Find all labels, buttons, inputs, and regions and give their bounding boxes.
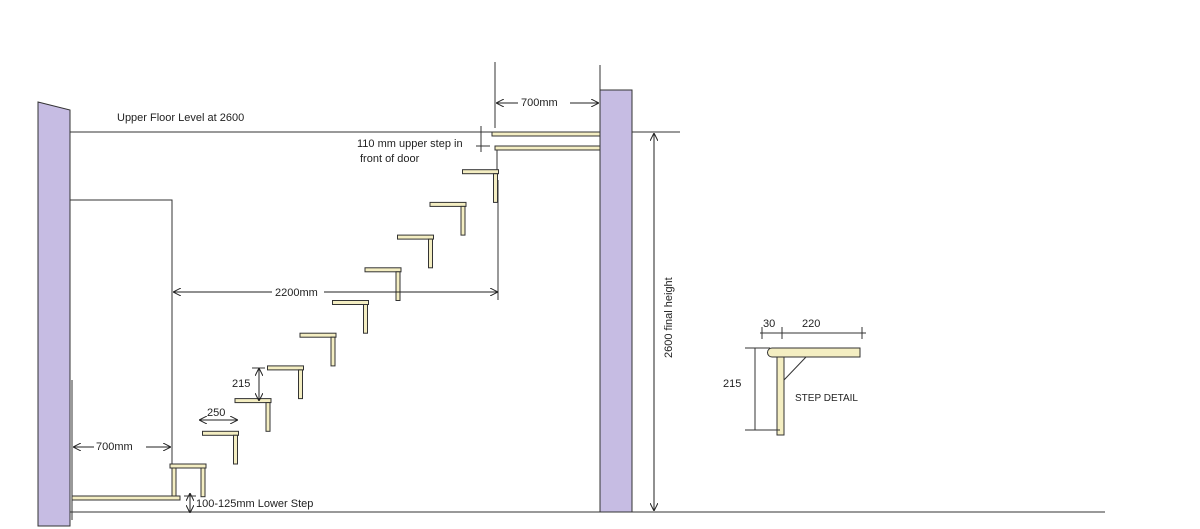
detail-riser <box>776 356 785 436</box>
left-wall <box>37 101 71 527</box>
stair-riser <box>233 434 238 465</box>
stair-tread <box>429 201 467 207</box>
right-wall <box>599 89 633 513</box>
rise-label: 215 <box>232 378 250 390</box>
stair-riser <box>363 304 368 334</box>
run-label-bg <box>272 285 324 299</box>
top-width-label: 700mm <box>521 97 558 109</box>
stair-riser <box>395 271 401 301</box>
detail-title: STEP DETAIL <box>795 393 858 404</box>
bottom-width-label: 700mm <box>96 441 133 453</box>
upper-step <box>494 145 601 151</box>
upper-step-label-1: 110 mm upper step in <box>357 138 463 150</box>
lower-step-label: 100-125mm Lower Step <box>196 498 313 510</box>
run-label: 2200mm <box>275 287 318 299</box>
detail-brace <box>783 356 807 381</box>
stair-tread <box>234 398 272 404</box>
upper-floor-label: Upper Floor Level at 2600 <box>117 112 244 124</box>
detail-rise-label: 215 <box>723 378 741 390</box>
stair-tread <box>364 267 402 273</box>
stair-riser <box>265 402 271 432</box>
stair-tread <box>332 300 369 305</box>
upper-step-label-2: front of door <box>360 153 420 165</box>
step-detail: 30 220 215 STEP DETAIL <box>723 318 866 436</box>
stair-riser <box>493 173 498 203</box>
lower-step <box>71 495 181 501</box>
stair-riser <box>171 467 177 497</box>
top-width-label-bg <box>518 95 570 109</box>
stair-tread <box>169 463 207 469</box>
stair-riser <box>428 238 433 269</box>
stair-riser <box>298 369 303 400</box>
upper-landing-step <box>491 131 601 137</box>
stair-tread <box>462 169 499 175</box>
stair-riser <box>330 336 336 367</box>
stair-treads <box>169 169 499 498</box>
stair-tread <box>397 234 434 240</box>
stair-riser <box>460 205 466 236</box>
detail-tread-label: 220 <box>802 318 820 330</box>
height-label-bg <box>660 268 674 362</box>
stair-tread <box>202 430 239 436</box>
stair-tread <box>267 365 304 371</box>
height-label: 2600 final height <box>663 277 675 358</box>
bottom-width-label-bg <box>94 439 146 453</box>
doorway-outline <box>70 199 173 500</box>
detail-nosing-label: 30 <box>763 318 775 330</box>
stair-tread <box>299 332 337 338</box>
tread-label: 250 <box>207 407 225 419</box>
stair-riser <box>200 467 206 498</box>
detail-tread <box>767 347 861 358</box>
